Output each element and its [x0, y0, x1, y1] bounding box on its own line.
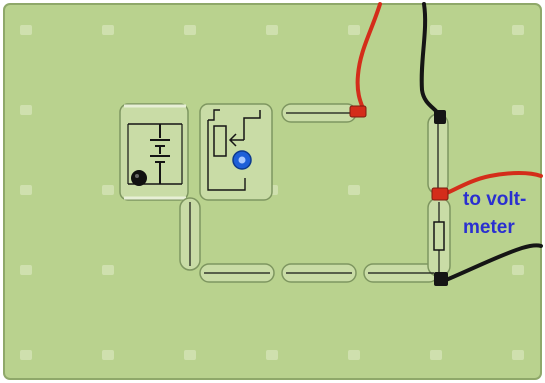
black-wire-voltmeter	[444, 243, 543, 282]
potentiometer-resistor	[213, 125, 227, 157]
red-wire-top	[355, 2, 382, 113]
voltmeter-label-line2: meter	[463, 217, 515, 238]
battery-module[interactable]	[119, 103, 189, 201]
battery-symbol	[150, 124, 170, 184]
black-probe-clip-voltmeter[interactable]	[434, 272, 448, 286]
potentiometer-wiper-arrow	[228, 110, 261, 147]
potentiometer-module[interactable]	[199, 103, 273, 201]
connector-wires	[189, 112, 440, 274]
black-wire-top	[419, 2, 442, 118]
black-probe-clip-top[interactable]	[434, 110, 446, 124]
red-probe-clip-top[interactable]	[349, 105, 367, 118]
voltmeter-label-line1: to volt-	[463, 189, 526, 210]
resistor-symbol	[433, 221, 445, 251]
battery-terminal-dot	[131, 170, 147, 186]
red-probe-clip-voltmeter[interactable]	[431, 187, 449, 201]
board-grid-dots	[20, 25, 524, 360]
red-wire-voltmeter	[438, 171, 543, 198]
